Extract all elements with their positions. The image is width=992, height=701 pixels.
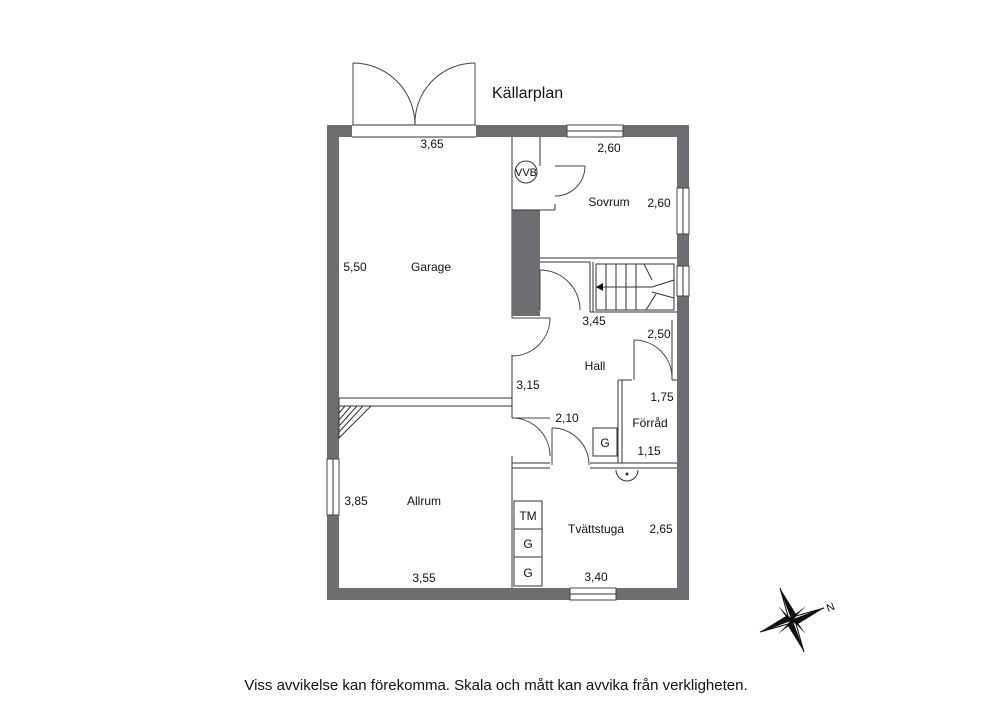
floor-drain-icon (615, 469, 639, 482)
dim-allrum-height: 3,85 (344, 494, 368, 508)
room-name-hall: Hall (585, 359, 606, 373)
dryer-tm (513, 500, 543, 530)
appliance-g-1 (513, 528, 543, 558)
tm-label: TM (519, 509, 536, 523)
staircase (595, 263, 675, 311)
hall-cabinet-g (592, 427, 618, 457)
garage-double-door (352, 62, 476, 126)
g-label-1: G (523, 537, 532, 551)
compass-rose-icon (759, 587, 825, 653)
appliance-g-2 (513, 556, 543, 587)
dim-forrad-width: 1,15 (637, 444, 661, 458)
g-label-2: G (523, 566, 532, 580)
compass-north-label: N (825, 601, 837, 615)
dim-sovrum-width: 2,60 (597, 141, 621, 155)
dim-garage-height: 5,50 (343, 260, 367, 274)
interior-doors (511, 165, 673, 466)
g-label-3: G (600, 436, 609, 450)
disclaimer-text: Viss avvikelse kan förekomma. Skala och … (244, 677, 748, 694)
vvb-label: VVB (515, 167, 537, 179)
dim-tvattstuga-width: 3,40 (584, 570, 608, 584)
room-name-garage: Garage (411, 260, 451, 274)
inner-walls (338, 137, 677, 588)
dim-hall-4: 2,10 (555, 411, 579, 425)
dim-hall-3: 3,15 (516, 378, 540, 392)
plan-title: Källarplan (492, 85, 563, 102)
dim-hall-1: 3,45 (582, 314, 606, 328)
dim-forrad-height: 1,75 (650, 390, 674, 404)
dim-tvattstuga-height: 2,65 (649, 522, 673, 536)
dim-hall-2: 2,50 (647, 327, 671, 341)
room-name-tvattstuga: Tvättstuga (568, 522, 624, 536)
vvb-boiler-icon (514, 160, 538, 184)
dim-garage-width: 3,65 (420, 137, 444, 151)
dim-allrum-width: 3,55 (412, 571, 436, 585)
room-name-forrad: Förråd (632, 416, 667, 430)
room-name-allrum: Allrum (407, 494, 441, 508)
outer-walls (327, 125, 689, 600)
room-name-sovrum: Sovrum (588, 195, 629, 209)
dim-sovrum-height: 2,60 (647, 196, 671, 210)
garage-door-opening (352, 124, 476, 138)
allrum-stair-corner (338, 405, 373, 440)
laundry-appliances (513, 500, 543, 587)
